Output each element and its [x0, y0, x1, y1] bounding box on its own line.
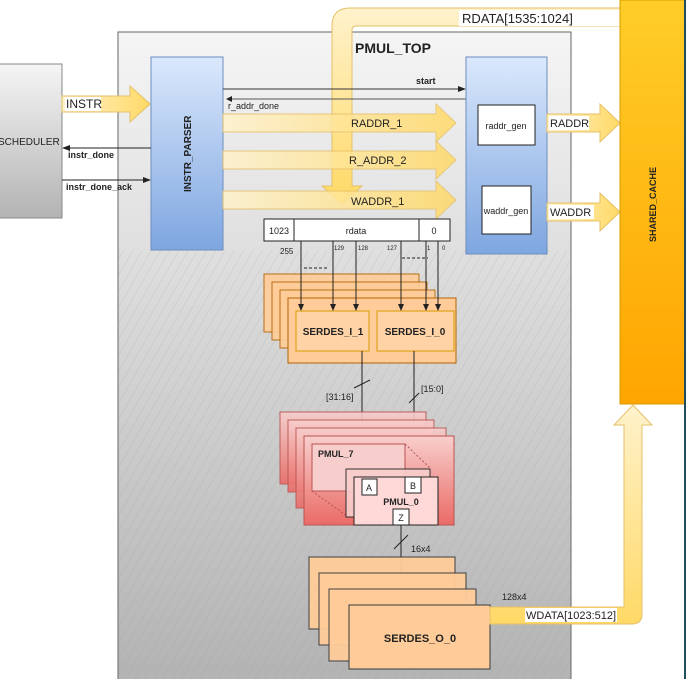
port-a-label: A — [366, 483, 372, 493]
serdes-o-width-label: 128x4 — [502, 592, 527, 602]
r-addr-done-label: r_addr_done — [228, 101, 279, 111]
instr-done-arrowhead — [62, 145, 70, 151]
waddr-label: WADDR — [550, 207, 591, 219]
raddr-1-bus-arrow — [222, 102, 457, 144]
raddr-gen-block[interactable] — [477, 104, 536, 146]
start-arrowhead — [458, 86, 466, 92]
serdes-i-0-label: SERDES_I_0 — [385, 327, 446, 338]
serdes-i-1-label: SERDES_I_1 — [303, 327, 364, 338]
bus-slash — [408, 392, 420, 404]
serdes-i-1-width-label: [31:16] — [326, 392, 354, 402]
bus-slash — [353, 379, 371, 389]
rdata-register — [263, 218, 451, 242]
raddr-label-bg — [549, 116, 589, 130]
pmul-7-label: PMUL_7 — [318, 449, 354, 459]
rdata-bus-label: RDATA[1535:1024] — [462, 11, 573, 26]
serdes-o-0-label: SERDES_O_0 — [384, 633, 456, 645]
pmul-stack-dotted-edge — [404, 443, 431, 469]
pmul-top-title: PMUL_TOP — [355, 40, 431, 56]
bit-label-129: 129 — [334, 246, 345, 252]
pmul-0-label: PMUL_0 — [383, 497, 419, 507]
wdata-bus-label: WDATA[1023:512] — [526, 610, 616, 622]
bit-label-0: 0 — [442, 246, 446, 252]
pmul-stack-dotted-edge — [311, 490, 348, 517]
bit-label-128: 128 — [358, 246, 369, 252]
r-addr-2-bus-arrow — [222, 139, 457, 181]
serdes-o-0-block[interactable] — [348, 604, 491, 670]
instr-done-ack-arrowhead — [143, 177, 151, 183]
port-z-label: Z — [398, 513, 404, 523]
rdata-label-bg — [459, 10, 621, 26]
shared-cache-label: SHARED_CACHE — [648, 167, 658, 242]
rdata-to-serdes-lines — [300, 241, 439, 307]
r-addr-2-label: R_ADDR_2 — [349, 155, 406, 167]
shared-cache-block[interactable] — [619, 0, 686, 405]
instr-bus-label: INSTR — [66, 97, 102, 111]
rdata-to-serdes-arrowheads — [298, 304, 441, 311]
serdes-i-0-width-label: [15:0] — [421, 384, 444, 394]
bit-label-255: 255 — [280, 247, 294, 256]
waddr-gen-block[interactable] — [481, 185, 532, 235]
waddr-gen-label: waddr_gen — [483, 206, 529, 216]
start-label: start — [416, 76, 436, 86]
instr-done-ack-label: instr_done_ack — [66, 182, 133, 192]
raddr-1-label: RADDR_1 — [351, 118, 402, 130]
bit-label-1: 1 — [427, 246, 431, 252]
raddr-label: RADDR — [550, 118, 589, 130]
serdes-i-0-block[interactable] — [376, 310, 455, 352]
scheduler-label: SCHEDULER — [0, 137, 60, 148]
waddr-label-bg — [549, 205, 594, 219]
pmul-port-b — [404, 476, 422, 494]
raddr-gen-label: raddr_gen — [485, 121, 526, 131]
waddr-1-bus-arrow — [222, 179, 457, 221]
instr-done-label: instr_done — [68, 150, 114, 160]
pmul-out-width-label: 16x4 — [411, 544, 431, 554]
instr-bus-arrow — [61, 84, 151, 124]
rdata-lsb-label: 0 — [431, 226, 436, 236]
scheduler-block[interactable] — [0, 63, 63, 219]
bus-slash — [393, 534, 409, 550]
rdata-msb-label: 1023 — [269, 226, 289, 236]
instr-parser-block[interactable] — [150, 56, 224, 251]
port-b-label: B — [410, 481, 416, 491]
waddr-1-label: WADDR_1 — [351, 196, 404, 208]
rdata-register-label: rdata — [346, 226, 367, 236]
pmul-port-a — [361, 478, 378, 496]
instr-label-bg — [65, 97, 101, 111]
r-addr-done-arrowhead — [226, 96, 232, 102]
wdata-label-bg — [525, 608, 617, 622]
instr-parser-label: INSTR_PARSER — [183, 115, 194, 192]
bit-label-127: 127 — [387, 246, 398, 252]
serdes-i-1-block[interactable] — [295, 310, 370, 352]
wdata-bus-arrow — [489, 404, 654, 625]
